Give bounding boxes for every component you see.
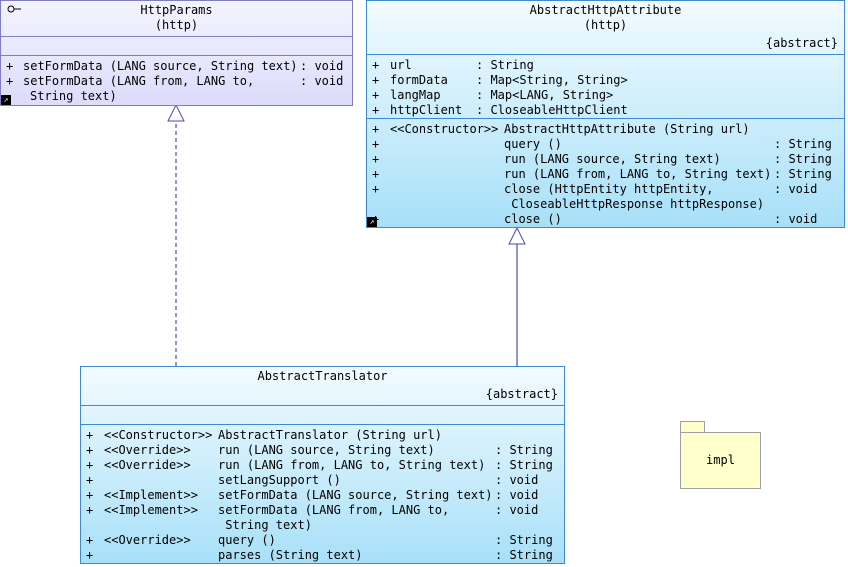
interface-attributes-section [1, 36, 352, 55]
operation-row[interactable]: +run (LANG from, LANG to, String text): … [372, 167, 832, 181]
class-package: (http) [583, 18, 628, 32]
package-name: impl [706, 453, 735, 467]
operation-row[interactable]: +setLangSupport (): void [86, 473, 539, 487]
operation-row[interactable]: +<<Override>>run (LANG from, LANG to, St… [86, 458, 553, 472]
operation-row[interactable]: +<<Implement>>setFormData (LANG from, LA… [86, 503, 539, 517]
generalization-arrowhead [508, 226, 526, 245]
interface-name: HttpParams [140, 3, 213, 17]
shortcut-arrow-icon: ↗ [367, 217, 377, 227]
operation-row[interactable]: +<<Constructor>>AbstractHttpAttribute (S… [372, 122, 750, 136]
abstract-translator-class[interactable]: AbstractTranslator {abstract} +<<Constru… [80, 366, 565, 564]
attribute-row[interactable]: +url: String [372, 58, 534, 72]
operation-row[interactable]: +run (LANG source, String text): String [372, 152, 832, 166]
class-header: AbstractTranslator {abstract} [81, 367, 564, 405]
interface-package: (http) [154, 18, 199, 32]
interface-operations-section: +setFormData (LANG source, String text):… [1, 55, 352, 104]
class-name: AbstractHttpAttribute [529, 3, 682, 17]
operation-row-continuation: CloseableHttpResponse httpResponse) [504, 197, 765, 211]
class-stereotype: {abstract} [485, 387, 558, 401]
http-params-interface[interactable]: HttpParams (http) +setFormData (LANG sou… [0, 0, 353, 106]
shortcut-arrow-icon: ↗ [1, 95, 11, 105]
class-header: AbstractHttpAttribute (http) {abstract} [367, 1, 844, 54]
operation-row[interactable]: +close (HttpEntity httpEntity,: void [372, 182, 818, 196]
operation-row[interactable]: +setFormData (LANG source, String text):… [6, 59, 344, 73]
interface-header: HttpParams (http) [1, 1, 352, 36]
class-attributes-section [81, 405, 564, 424]
class-operations-section: +<<Constructor>>AbstractTranslator (Stri… [81, 424, 564, 563]
interface-lollipop-icon [7, 5, 21, 13]
class-attributes-section: +url: String +formData: Map<String, Stri… [367, 54, 844, 118]
operation-row[interactable]: +setFormData (LANG from, LANG to,: void [6, 74, 344, 88]
package-body: impl [680, 432, 761, 489]
class-name: AbstractTranslator [257, 369, 388, 383]
class-operations-section: +<<Constructor>>AbstractHttpAttribute (S… [367, 118, 844, 227]
attribute-row[interactable]: +formData: Map<String, String> [372, 73, 628, 87]
impl-package[interactable]: impl [680, 421, 761, 489]
operation-row-continuation: String text) [30, 89, 117, 103]
attribute-row[interactable]: +httpClient: CloseableHttpClient [372, 103, 628, 117]
operation-row[interactable]: +query (): String [372, 137, 832, 151]
operation-row[interactable]: +<<Implement>>setFormData (LANG source, … [86, 488, 539, 502]
operation-row[interactable]: +close (): void [372, 212, 818, 226]
operation-row[interactable]: +<<Override>>run (LANG source, String te… [86, 443, 553, 457]
operation-row[interactable]: +<<Override>>query (): String [86, 533, 553, 547]
operation-row[interactable]: +parses (String text): String [86, 548, 553, 562]
package-tab [680, 421, 705, 433]
realization-arrowhead [167, 103, 185, 122]
class-stereotype: {abstract} [765, 36, 838, 50]
abstract-http-attribute-class[interactable]: AbstractHttpAttribute (http) {abstract} … [366, 0, 845, 228]
attribute-row[interactable]: +langMap: Map<LANG, String> [372, 88, 614, 102]
operation-row-continuation: String text) [218, 518, 312, 532]
operation-row[interactable]: +<<Constructor>>AbstractTranslator (Stri… [86, 428, 442, 442]
